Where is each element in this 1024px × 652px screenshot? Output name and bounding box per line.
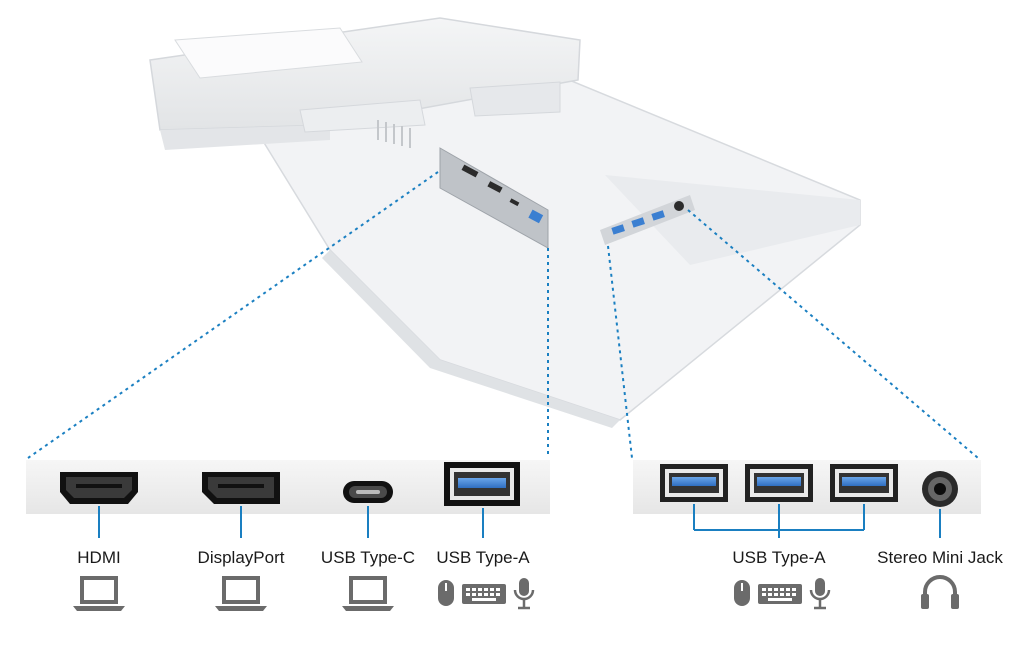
label-displayport: DisplayPort: [197, 548, 285, 567]
label-usb-type-c: USB Type-C: [320, 548, 416, 567]
label-usb-type-a-right: USB Type-A: [732, 548, 826, 567]
usb-c-port-icon: [343, 481, 393, 503]
usb-a-port-icon: [660, 464, 728, 502]
mouse-icon: [438, 580, 454, 606]
usb-a-port-icon: [830, 464, 898, 502]
usb-a-port-icon: [745, 464, 813, 502]
laptop-icon: [215, 576, 267, 611]
dotted-leader-lines: [27, 171, 979, 459]
monitor-back-illustration: [149, 17, 861, 428]
usb-a-port-icon: [444, 462, 520, 506]
label-usb-type-a-left: USB Type-A: [436, 548, 530, 567]
microphone-icon: [809, 578, 831, 610]
stereo-jack-port-icon: [922, 471, 958, 507]
displayport-port-icon: [202, 472, 280, 504]
laptop-icon: [73, 576, 125, 611]
mouse-icon: [734, 580, 750, 606]
label-hdmi: HDMI: [77, 548, 121, 567]
laptop-icon: [342, 576, 394, 611]
label-stereo-mini-jack: Stereo Mini Jack: [877, 548, 1003, 567]
hdmi-port-icon: [60, 472, 138, 504]
keyboard-icon: [462, 584, 506, 604]
connector-lines: [98, 504, 941, 538]
keyboard-icon: [758, 584, 802, 604]
headphones-icon: [921, 575, 959, 609]
microphone-icon: [513, 578, 535, 610]
